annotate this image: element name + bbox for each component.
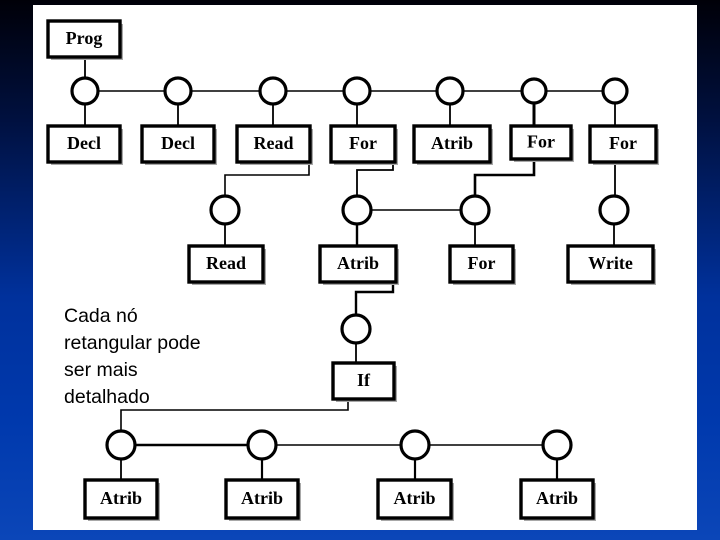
node-box-atrib2[interactable]: Atrib	[318, 244, 399, 285]
node-box-rect	[83, 478, 159, 520]
node-box-rect	[448, 244, 515, 284]
node-box-rect	[46, 124, 122, 164]
circle-node[interactable]	[459, 194, 491, 226]
circle-node[interactable]	[258, 76, 288, 106]
connector-line	[224, 161, 310, 197]
circle-node[interactable]	[598, 194, 630, 226]
node-box-rect	[519, 478, 595, 520]
circle-node[interactable]	[541, 429, 573, 461]
node-box-rect	[329, 124, 397, 164]
node-box-read2[interactable]: Read	[187, 244, 266, 285]
node-box-label: For	[468, 253, 496, 273]
node-box-label: Atrib	[536, 488, 578, 508]
node-box-label: Decl	[67, 133, 101, 153]
node-box-rect	[509, 124, 573, 161]
node-box-label: Atrib	[100, 488, 142, 508]
node-box-decl2[interactable]: Decl	[140, 124, 217, 165]
node-box-rect	[46, 19, 122, 59]
circle-node[interactable]	[342, 76, 372, 106]
connector-line	[473, 157, 536, 198]
node-box-write1[interactable]: Write	[566, 244, 656, 285]
caption-text: Cada nó retangular pode ser mais detalha…	[64, 305, 201, 408]
node-box-for4[interactable]: For	[448, 244, 516, 285]
node-box-for3[interactable]: For	[588, 124, 659, 165]
circle-node[interactable]	[105, 429, 137, 461]
circle-node[interactable]	[601, 77, 629, 105]
node-box-label: Read	[206, 253, 246, 273]
node-box-label: Atrib	[431, 133, 473, 153]
node-box-atrib3[interactable]: Atrib	[83, 478, 160, 521]
node-box-rect	[235, 124, 312, 164]
circle-node[interactable]	[520, 77, 548, 105]
node-box-label: If	[357, 370, 371, 390]
node-box-for1[interactable]: For	[329, 124, 398, 165]
node-box-label: Atrib	[394, 488, 436, 508]
node-box-label: Read	[254, 133, 294, 153]
circle-node[interactable]	[399, 429, 431, 461]
node-box-if1[interactable]: If	[331, 361, 397, 402]
circle-node[interactable]	[435, 76, 465, 106]
node-box-atrib4[interactable]: Atrib	[224, 478, 301, 521]
node-box-rect	[224, 478, 300, 520]
circle-nodes-group	[70, 76, 630, 461]
node-box-prog[interactable]: Prog	[46, 19, 123, 60]
node-box-rect	[376, 478, 453, 520]
circle-node[interactable]	[70, 76, 100, 106]
node-box-rect	[331, 361, 396, 401]
node-box-label: For	[527, 132, 555, 152]
connector-line	[354, 280, 395, 317]
connector-line	[120, 398, 349, 432]
node-box-label: Prog	[66, 28, 103, 48]
node-box-atrib1[interactable]: Atrib	[412, 124, 493, 165]
circle-node[interactable]	[163, 76, 193, 106]
node-box-rect	[412, 124, 492, 164]
node-box-label: Atrib	[337, 253, 379, 273]
node-box-rect	[566, 244, 655, 284]
circle-node[interactable]	[340, 313, 372, 345]
node-box-rect	[588, 124, 658, 164]
node-box-rect	[318, 244, 398, 284]
node-box-label: Write	[588, 253, 633, 273]
node-box-rect	[140, 124, 216, 164]
node-box-for2[interactable]: For	[509, 124, 574, 162]
connector-lines-group	[84, 56, 616, 482]
node-box-label: Decl	[161, 133, 195, 153]
node-box-label: For	[349, 133, 377, 153]
circle-node[interactable]	[246, 429, 278, 461]
node-box-label: For	[609, 133, 637, 153]
node-box-rect	[187, 244, 265, 284]
node-box-decl1[interactable]: Decl	[46, 124, 123, 165]
circle-node[interactable]	[209, 194, 241, 226]
node-box-label: Atrib	[241, 488, 283, 508]
node-box-read1[interactable]: Read	[235, 124, 313, 165]
node-box-atrib5[interactable]: Atrib	[376, 478, 454, 521]
node-box-atrib6[interactable]: Atrib	[519, 478, 596, 521]
circle-node[interactable]	[341, 194, 373, 226]
connector-line	[356, 161, 394, 197]
